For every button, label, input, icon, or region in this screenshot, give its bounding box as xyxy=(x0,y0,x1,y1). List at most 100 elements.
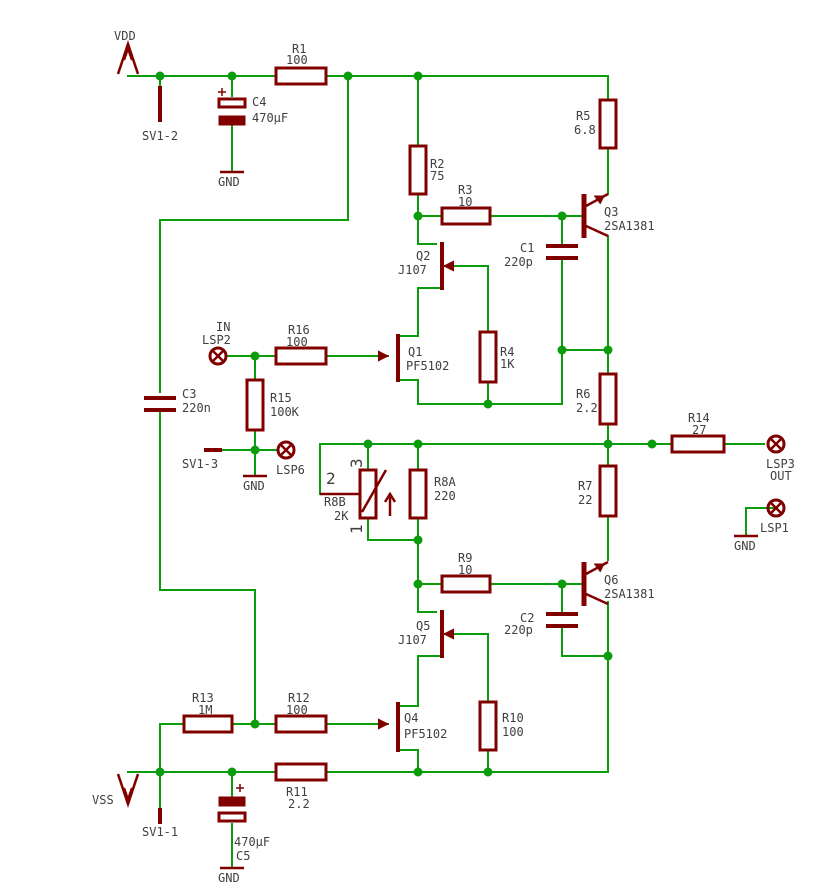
transistors xyxy=(377,192,609,752)
vdd-label: VDD xyxy=(114,29,136,43)
lsp1-label: LSP1 xyxy=(760,521,789,535)
c1-value: 220p xyxy=(504,255,533,269)
resistor-r3 xyxy=(440,206,492,226)
r12-value: 100 xyxy=(286,703,308,717)
gnd-label-c5: GND xyxy=(218,871,240,885)
q6-ref: Q6 xyxy=(604,573,618,587)
sv1-1-label: SV1-1 xyxy=(142,825,178,839)
junctions xyxy=(155,71,657,777)
q5-value: J107 xyxy=(398,633,427,647)
lsp1-connector-icon xyxy=(766,498,786,518)
r14-ref: R14 xyxy=(688,411,710,425)
capacitor-c3 xyxy=(144,396,176,412)
r13-value: 1M xyxy=(198,703,212,717)
r9-value: 10 xyxy=(458,563,472,577)
resistor-r8a xyxy=(408,468,428,520)
c4-value: 470µF xyxy=(252,111,288,125)
r12-ref: R12 xyxy=(288,691,310,705)
labels: VDD VSS GND GND GND GND SV1-2 SV1-3 SV1-… xyxy=(92,29,795,885)
q2-value: J107 xyxy=(398,263,427,277)
c3-ref: C3 xyxy=(182,387,196,401)
r3-value: 10 xyxy=(458,195,472,209)
lsp2-label: LSP2 xyxy=(202,333,231,347)
vss-arrow-icon xyxy=(116,773,140,808)
resistor-r1 xyxy=(274,66,328,86)
r16-value: 100 xyxy=(286,335,308,349)
lsp3-connector-icon xyxy=(766,434,786,454)
lsp6-label: LSP6 xyxy=(276,463,305,477)
pot-pin-2: 2 xyxy=(326,469,336,488)
r15-value: 100K xyxy=(270,405,300,419)
transistor-q6 xyxy=(581,560,609,606)
r5-value: 6.8 xyxy=(574,123,596,137)
transistor-q5 xyxy=(440,610,455,658)
gnd-label-c4: GND xyxy=(218,175,240,189)
resistor-r2 xyxy=(408,144,428,196)
q2-ref: Q2 xyxy=(416,249,430,263)
resistor-r16 xyxy=(274,346,328,366)
lsp2-role-label: IN xyxy=(216,320,230,334)
resistor-r13 xyxy=(182,714,234,734)
speaker-connectors xyxy=(208,346,786,518)
gnd-label-r15: GND xyxy=(243,479,265,493)
r7-value: 22 xyxy=(578,493,592,507)
r8a-value: 220 xyxy=(434,489,456,503)
capacitor-c4 xyxy=(217,88,247,126)
r10-ref: R10 xyxy=(502,711,524,725)
r8b-value: 2K xyxy=(334,509,349,523)
r1-ref: R1 xyxy=(292,42,306,56)
resistors xyxy=(182,66,726,782)
r9-ref: R9 xyxy=(458,551,472,565)
r2-value: 75 xyxy=(430,169,444,183)
gnd-label-lsp1: GND xyxy=(734,539,756,553)
r6-ref: R6 xyxy=(576,387,590,401)
r4-ref: R4 xyxy=(500,345,514,359)
q3-value: 2SA1381 xyxy=(604,219,655,233)
r3-ref: R3 xyxy=(458,183,472,197)
r11-ref: R11 xyxy=(286,785,308,799)
vss-label: VSS xyxy=(92,793,114,807)
lsp3-label: LSP3 xyxy=(766,457,795,471)
q3-ref: Q3 xyxy=(604,205,618,219)
r11-value: 2.2 xyxy=(288,797,310,811)
capacitor-c1 xyxy=(546,244,578,260)
resistor-r9 xyxy=(440,574,492,594)
transistor-q3 xyxy=(581,192,609,238)
r1-value: 100 xyxy=(286,53,308,67)
resistor-r8b xyxy=(320,468,388,520)
sv1-2-label: SV1-2 xyxy=(142,129,178,143)
q1-ref: Q1 xyxy=(408,345,422,359)
c2-value: 220p xyxy=(504,623,533,637)
resistor-r5 xyxy=(598,98,618,150)
q4-ref: Q4 xyxy=(404,711,418,725)
r8a-ref: R8A xyxy=(434,475,456,489)
r14-value: 27 xyxy=(692,423,706,437)
resistor-r7 xyxy=(598,464,618,518)
c2-ref: C2 xyxy=(520,611,534,625)
wires xyxy=(127,75,777,867)
q4-value: PF5102 xyxy=(404,727,447,741)
lsp6-connector-icon xyxy=(276,440,296,460)
c4-ref: C4 xyxy=(252,95,266,109)
pot-wiper-arrow xyxy=(383,491,397,516)
sv1-3-label: SV1-3 xyxy=(182,457,218,471)
lsp3-role-label: OUT xyxy=(770,469,792,483)
resistor-r11 xyxy=(274,762,328,782)
r13-ref: R13 xyxy=(192,691,214,705)
c3-value: 220n xyxy=(182,401,211,415)
r10-value: 100 xyxy=(502,725,524,739)
resistor-r14 xyxy=(670,434,726,454)
capacitor-c2 xyxy=(546,612,578,628)
capacitor-c5 xyxy=(217,784,247,823)
resistor-r4 xyxy=(478,330,498,384)
resistor-r6 xyxy=(598,372,618,426)
r7-ref: R7 xyxy=(578,479,592,493)
q5-ref: Q5 xyxy=(416,619,430,633)
q1-value: PF5102 xyxy=(406,359,449,373)
r8b-ref: R8B xyxy=(324,495,346,509)
resistor-r15 xyxy=(245,378,265,432)
c5-value: 470µF xyxy=(234,835,270,849)
transistor-q1 xyxy=(377,334,400,382)
r4-value: 1K xyxy=(500,357,515,371)
